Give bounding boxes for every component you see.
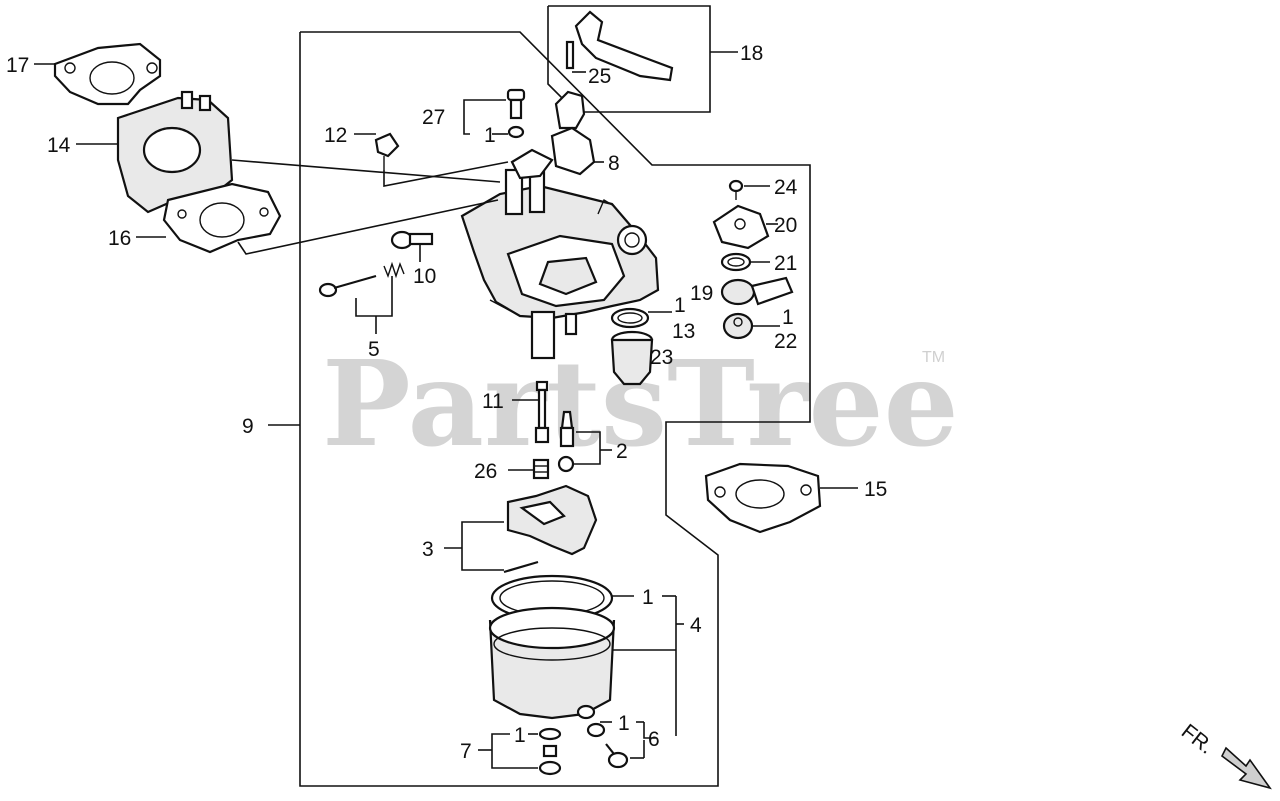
- callout-11[interactable]: 11: [482, 390, 504, 413]
- cap-22-shape: [722, 312, 754, 340]
- callout-25[interactable]: 25: [588, 65, 611, 88]
- valve-27-shape: [506, 88, 526, 139]
- lever-19-shape: [720, 276, 794, 306]
- callout-26[interactable]: 26: [474, 460, 497, 483]
- callout-19[interactable]: 19: [690, 282, 713, 305]
- callout-1-oring[interactable]: 1: [674, 294, 686, 317]
- callout-20[interactable]: 20: [774, 214, 797, 237]
- callout-9[interactable]: 9: [242, 415, 254, 438]
- screw-6-shape: [586, 722, 629, 769]
- callout-4[interactable]: 4: [690, 614, 702, 637]
- assembly-boundary: [299, 31, 811, 787]
- callout-6[interactable]: 6: [648, 728, 660, 751]
- oring-13-shape: [610, 307, 650, 329]
- screw-10-shape: [390, 230, 434, 250]
- callout-7[interactable]: 7: [460, 740, 472, 763]
- callout-2[interactable]: 2: [616, 440, 628, 463]
- callout-23[interactable]: 23: [650, 346, 673, 369]
- lever-18-shape: [574, 10, 674, 82]
- callout-1-bolt[interactable]: 1: [514, 724, 526, 747]
- nozzle-11-shape: [534, 380, 550, 444]
- callout-22[interactable]: 22: [774, 330, 797, 353]
- callout-15[interactable]: 15: [864, 478, 887, 501]
- screw-12-shape: [374, 132, 400, 170]
- trademark-mark: TM: [922, 349, 945, 366]
- screw-24-shape: [728, 179, 744, 200]
- float-3-shape: [503, 484, 598, 574]
- bowl-4-shape: [488, 574, 616, 720]
- needle-2-shape: [557, 410, 575, 473]
- callout-21[interactable]: 21: [774, 252, 797, 275]
- callout-1-drain[interactable]: 1: [618, 712, 630, 735]
- cup-23-shape: [610, 330, 654, 386]
- callout-8[interactable]: 8: [608, 152, 620, 175]
- gasket-15-shape: [704, 462, 822, 534]
- front-direction-marker: FR.: [1177, 720, 1272, 790]
- gasket-16-shape: [162, 182, 282, 254]
- callout-27[interactable]: 27: [422, 106, 445, 129]
- front-direction-arrow: [1220, 746, 1272, 790]
- callout-12[interactable]: 12: [324, 124, 347, 147]
- callout-3[interactable]: 3: [422, 538, 434, 561]
- cover-20-shape: [712, 204, 770, 250]
- choke-lever-box: [547, 5, 711, 113]
- callout-1-cap[interactable]: 1: [782, 306, 794, 329]
- pin-25-shape: [565, 40, 575, 70]
- screw-5-shape: [318, 261, 405, 298]
- gasket-21-shape: [720, 252, 752, 272]
- leader-lines: [34, 51, 858, 769]
- callout-10[interactable]: 10: [413, 265, 436, 288]
- callout-16[interactable]: 16: [108, 227, 131, 250]
- callout-24[interactable]: 24: [774, 176, 798, 199]
- jet-26-shape: [532, 458, 550, 480]
- link-8-shape: [550, 90, 596, 176]
- carburetor-body-shape: [460, 148, 660, 360]
- callout-1-bowl[interactable]: 1: [642, 586, 654, 609]
- callout-labels: 17 14 16 12 27 1 8 18 25 10 5 9 1 13 23 …: [6, 42, 887, 763]
- gasket-17-shape: [53, 42, 162, 106]
- callout-5[interactable]: 5: [368, 338, 380, 361]
- callout-1-valve[interactable]: 1: [484, 124, 496, 147]
- front-direction-label: FR.: [1177, 720, 1218, 759]
- callout-13[interactable]: 13: [672, 320, 695, 343]
- callout-14[interactable]: 14: [47, 134, 71, 157]
- callout-17[interactable]: 17: [6, 54, 29, 77]
- bolt-7-shape: [538, 727, 562, 776]
- callout-18[interactable]: 18: [740, 42, 763, 65]
